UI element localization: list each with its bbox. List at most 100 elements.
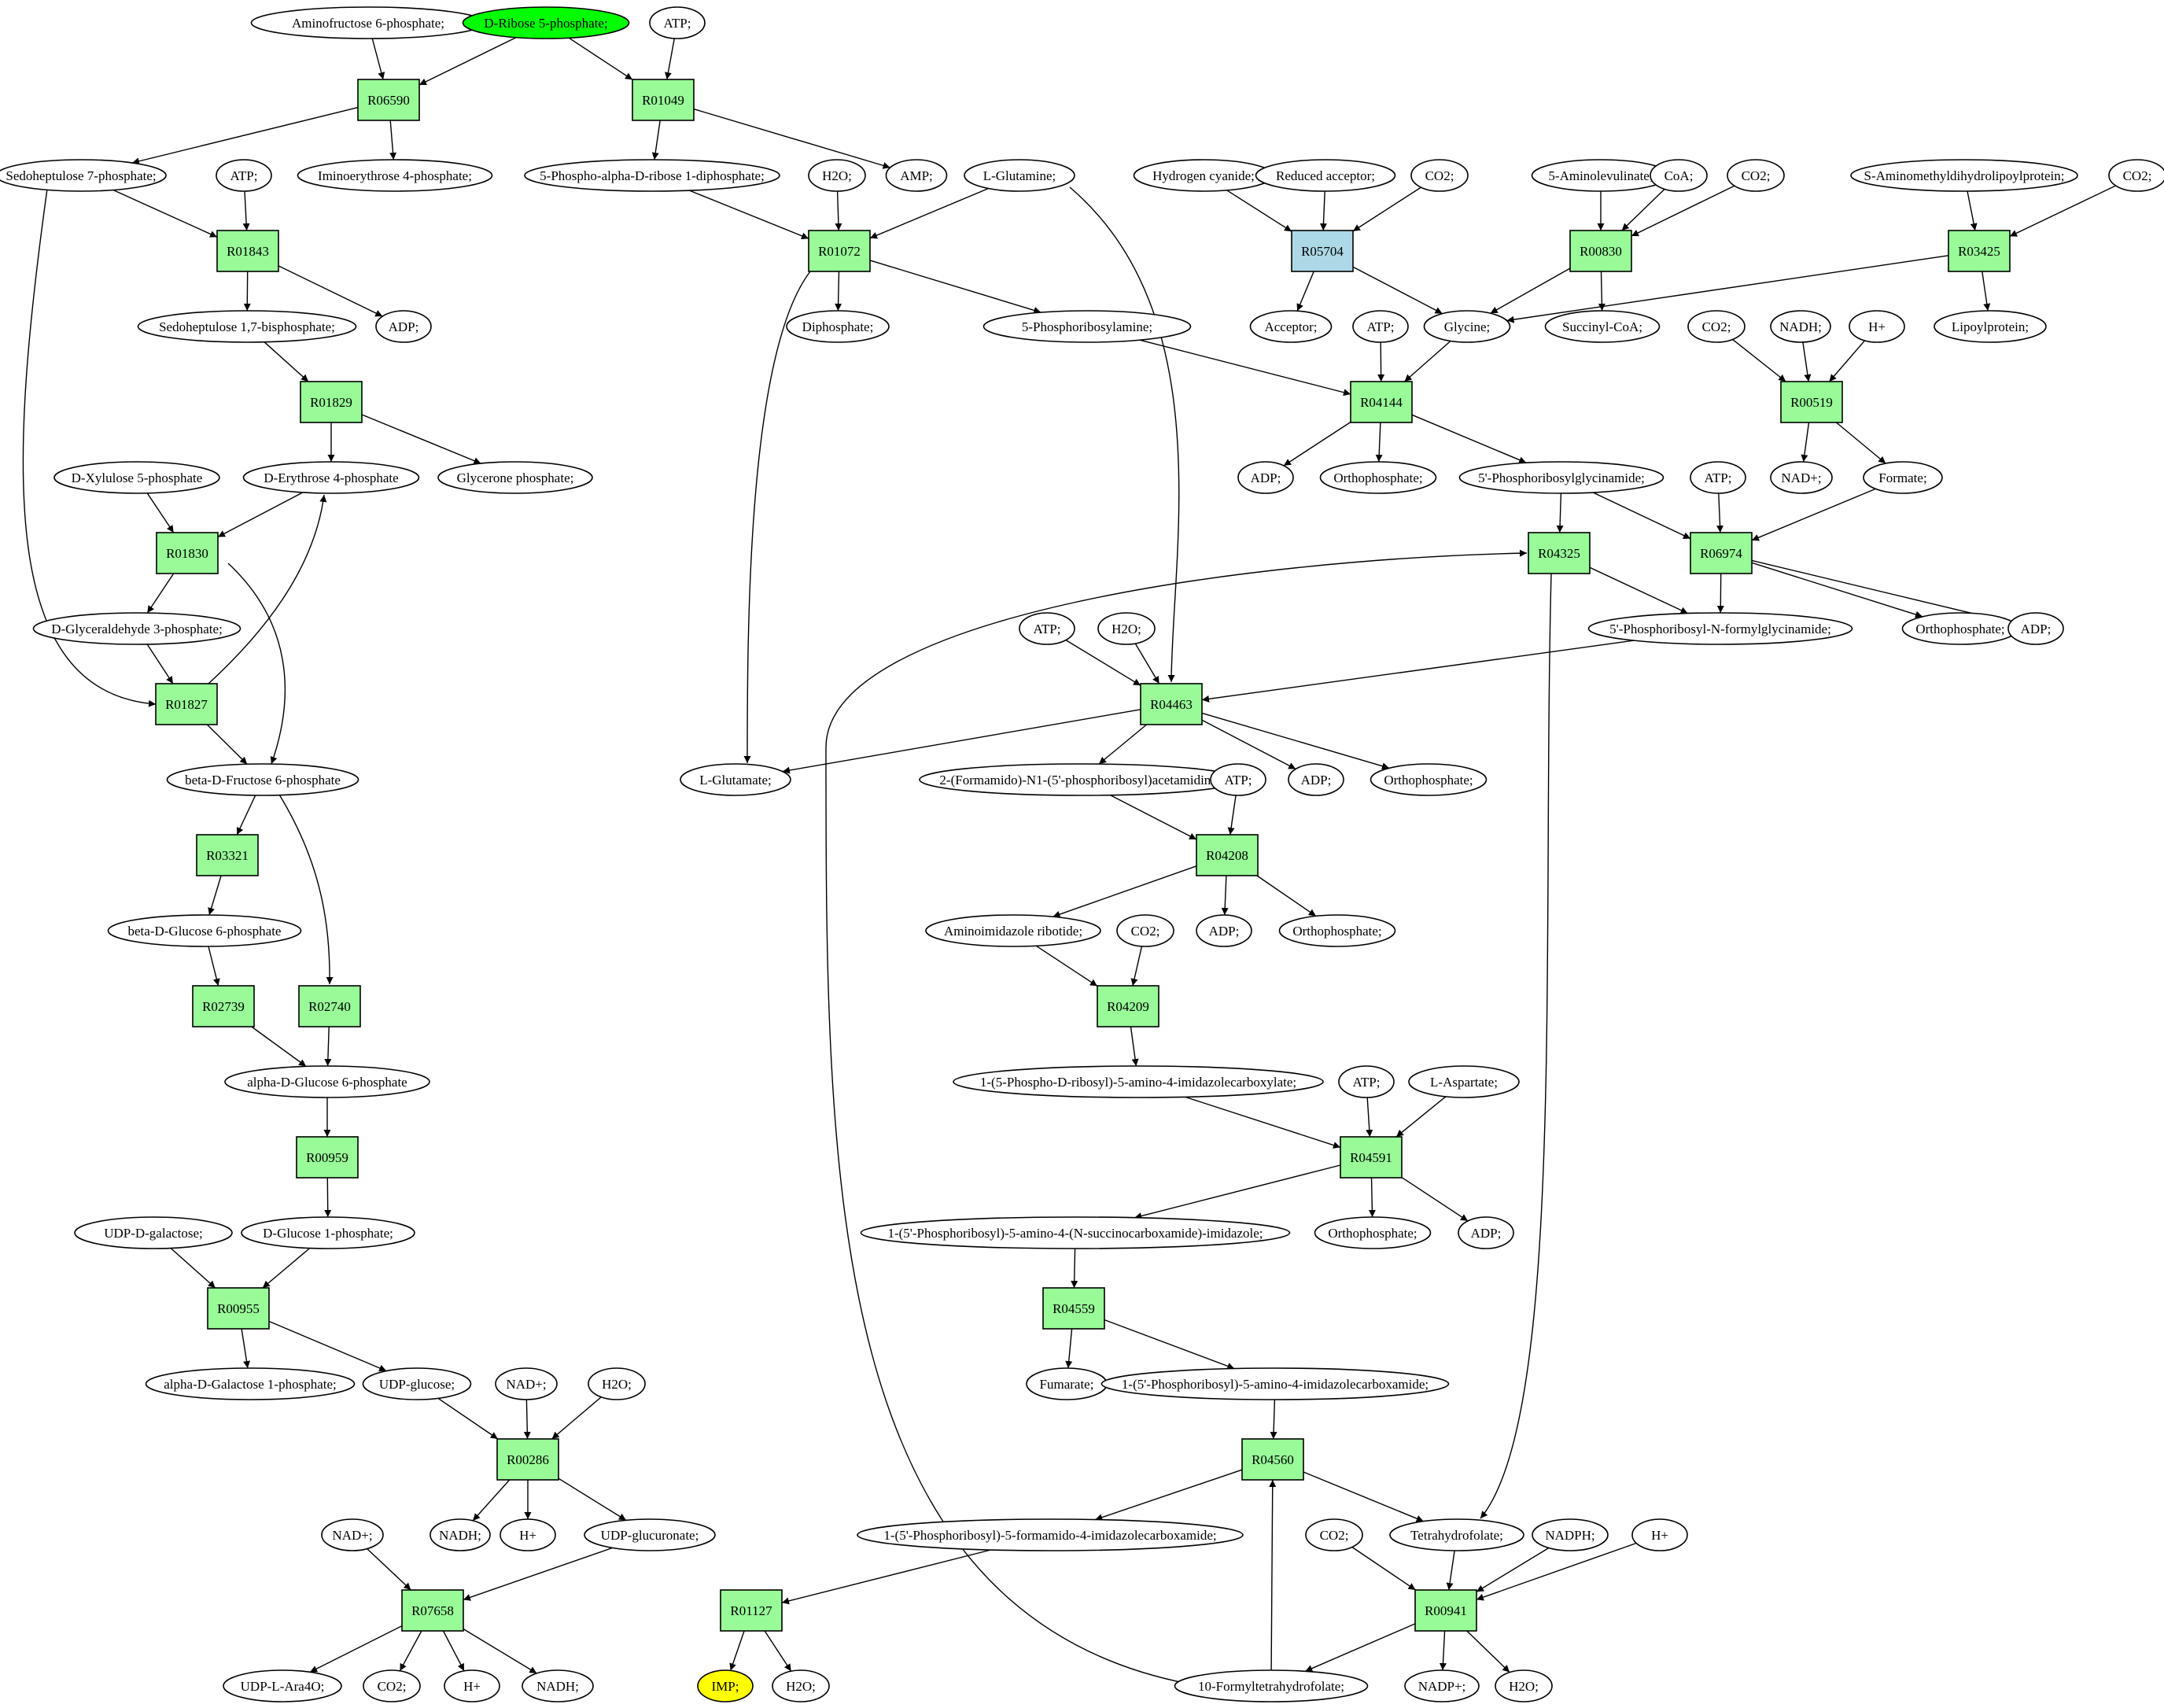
compound-node-c_atp6[interactable]: ATP;	[1210, 763, 1266, 796]
reaction-node-r_R04591[interactable]: R04591	[1340, 1136, 1403, 1179]
compound-node-c_co2a[interactable]: CO2;	[1410, 159, 1469, 192]
compound-node-c_h2o5[interactable]: H2O;	[1495, 1669, 1553, 1702]
compound-node-c_gly[interactable]: Glycine;	[1423, 310, 1511, 343]
reaction-node-r_R04208[interactable]: R04208	[1196, 834, 1259, 876]
compound-node-c_h2o3[interactable]: H2O;	[588, 1367, 646, 1400]
compound-node-c_s17bp[interactable]: Sedoheptulose 1,7-bisphosphate;	[137, 310, 357, 343]
reaction-node-r_R01829[interactable]: R01829	[300, 381, 363, 423]
compound-node-c_atp3[interactable]: ATP;	[1352, 310, 1409, 343]
compound-node-c_nad3[interactable]: NAD+;	[321, 1518, 384, 1551]
compound-node-c_asp[interactable]: L-Aspartate;	[1408, 1065, 1520, 1098]
compound-node-c_co2d[interactable]: CO2;	[1687, 310, 1746, 343]
compound-node-c_succoa[interactable]: Succinyl-CoA;	[1544, 310, 1661, 343]
reaction-node-r_R00959[interactable]: R00959	[296, 1136, 359, 1179]
compound-node-c_gar[interactable]: 5'-Phosphoribosylglycinamide;	[1458, 461, 1664, 494]
compound-node-c_prpp[interactable]: 5-Phospho-alpha-D-ribose 1-diphosphate;	[524, 159, 780, 192]
reaction-node-r_R06974[interactable]: R06974	[1690, 532, 1753, 574]
reaction-node-r_R01127[interactable]: R01127	[720, 1589, 783, 1632]
compound-node-c_nad1[interactable]: NAD+;	[1770, 461, 1833, 494]
reaction-node-r_R00941[interactable]: R00941	[1414, 1589, 1477, 1632]
compound-node-c_faicar[interactable]: 1-(5'-Phosphoribosyl)-5-formamido-4-imid…	[857, 1518, 1244, 1551]
compound-node-c_adp2[interactable]: ADP;	[1237, 461, 1294, 494]
compound-node-c_10fthf[interactable]: 10-Formyltetrahydrofolate;	[1174, 1669, 1369, 1702]
reaction-node-r_R01827[interactable]: R01827	[155, 683, 218, 725]
compound-node-c_nadph[interactable]: NADPH;	[1532, 1518, 1609, 1551]
compound-node-c_formate[interactable]: Formate;	[1863, 461, 1943, 494]
compound-node-c_co2b[interactable]: CO2;	[1727, 159, 1785, 192]
compound-node-c_nadp[interactable]: NADP+;	[1404, 1669, 1480, 1702]
compound-node-c_nad2[interactable]: NAD+;	[495, 1367, 558, 1400]
compound-node-c_atp7[interactable]: ATP;	[1338, 1065, 1395, 1098]
compound-node-c_saicar[interactable]: 1-(5'-Phosphoribosyl)-5-amino-4-(N-succi…	[860, 1216, 1291, 1249]
compound-node-c_udpglc[interactable]: UDP-glucose;	[362, 1367, 472, 1400]
reaction-node-r_R04144[interactable]: R04144	[1350, 381, 1413, 423]
reaction-node-r_R07658[interactable]: R07658	[401, 1589, 464, 1632]
reaction-node-r_R00519[interactable]: R00519	[1780, 381, 1843, 423]
compound-node-c_cair[interactable]: 1-(5-Phospho-D-ribosyl)-5-amino-4-imidaz…	[953, 1065, 1324, 1098]
compound-node-c_co2e[interactable]: CO2;	[1116, 914, 1174, 947]
reaction-node-r_R02739[interactable]: R02739	[192, 985, 255, 1027]
compound-node-c_udpglcA[interactable]: UDP-glucuronate;	[584, 1518, 716, 1551]
reaction-node-r_R01830[interactable]: R01830	[156, 532, 219, 574]
reaction-node-r_R04209[interactable]: R04209	[1097, 985, 1159, 1027]
compound-node-c_nadh3[interactable]: NADH;	[522, 1669, 594, 1702]
compound-node-c_acc[interactable]: Acceptor;	[1249, 310, 1333, 343]
compound-node-c_h2o1[interactable]: H2O;	[808, 159, 866, 192]
reaction-node-r_R01049[interactable]: R01049	[632, 79, 695, 121]
compound-node-c_udpgal[interactable]: UDP-D-galactose;	[74, 1216, 233, 1249]
compound-node-c_xu5p[interactable]: D-Xylulose 5-phosphate	[53, 461, 220, 494]
compound-node-c_iminoe4p[interactable]: Iminoerythrose 4-phosphate;	[297, 159, 493, 192]
reaction-node-r_R05704[interactable]: R05704	[1291, 230, 1354, 272]
compound-node-c_e4p[interactable]: D-Erythrose 4-phosphate	[242, 461, 420, 494]
reaction-node-r_R04463[interactable]: R04463	[1140, 683, 1203, 725]
compound-node-c_gln[interactable]: L-Glutamine;	[964, 159, 1075, 192]
compound-node-c_diph[interactable]: Diphosphate;	[786, 310, 890, 343]
compound-node-c_nadh2[interactable]: NADH;	[429, 1518, 491, 1551]
compound-node-c_air[interactable]: Aminoimidazole ribotide;	[925, 914, 1101, 947]
compound-node-c_g3p[interactable]: D-Glyceraldehyde 3-phosphate;	[32, 612, 241, 645]
compound-node-c_fgam[interactable]: 2-(Formamido)-N1-(5'-phosphoribosyl)acet…	[919, 763, 1241, 796]
reaction-node-r_R00955[interactable]: R00955	[207, 1287, 270, 1330]
reaction-node-r_R03321[interactable]: R03321	[196, 834, 259, 876]
compound-node-c_hcn[interactable]: Hydrogen cyanide;	[1133, 159, 1274, 192]
compound-node-c_h2o2[interactable]: H2O;	[1097, 612, 1156, 645]
compound-node-c_adp5[interactable]: ADP;	[1196, 914, 1252, 947]
reaction-node-r_R04559[interactable]: R04559	[1042, 1287, 1105, 1330]
compound-node-c_pi5[interactable]: Orthophosphate;	[1314, 1216, 1432, 1249]
compound-node-c_pi4[interactable]: Orthophosphate;	[1278, 914, 1396, 947]
compound-node-c_adp4[interactable]: ADP;	[1288, 763, 1344, 796]
compound-node-c_h2[interactable]: H+	[500, 1518, 556, 1551]
compound-node-c_ala5[interactable]: 5-Aminolevulinate;	[1531, 159, 1671, 192]
compound-node-c_glyp[interactable]: Glycerone phosphate;	[437, 461, 593, 494]
compound-node-c_udpara[interactable]: UDP-L-Ara4O;	[223, 1669, 342, 1702]
compound-node-c_h4[interactable]: H+	[444, 1669, 500, 1702]
reaction-node-r_R02740[interactable]: R02740	[298, 985, 361, 1027]
compound-node-c_gal1p[interactable]: alpha-D-Galactose 1-phosphate;	[145, 1367, 356, 1400]
reaction-node-r_R04560[interactable]: R04560	[1241, 1438, 1304, 1481]
compound-node-c_co2f[interactable]: CO2;	[1305, 1518, 1363, 1551]
compound-node-c_h1[interactable]: H+	[1849, 310, 1905, 343]
compound-node-c_glu[interactable]: L-Glutamate;	[680, 763, 791, 796]
compound-node-c_nadh1[interactable]: NADH;	[1770, 310, 1831, 343]
compound-node-c_adp3[interactable]: ADP;	[2007, 612, 2064, 645]
compound-node-c_aicar[interactable]: 1-(5'-Phosphoribosyl)-5-amino-4-imidazol…	[1100, 1367, 1450, 1400]
compound-node-c_atp4[interactable]: ATP;	[1690, 461, 1746, 494]
reaction-node-r_R03425[interactable]: R03425	[1948, 230, 2011, 272]
compound-node-c_atp1[interactable]: ATP;	[649, 6, 706, 39]
compound-node-c_fgar[interactable]: 5'-Phosphoribosyl-N-formylglycinamide;	[1587, 612, 1853, 645]
compound-node-c_atp5[interactable]: ATP;	[1019, 612, 1075, 645]
compound-node-c_bg6p[interactable]: beta-D-Glucose 6-phosphate	[107, 914, 302, 947]
reaction-node-r_R01843[interactable]: R01843	[216, 230, 279, 272]
compound-node-c_pi1[interactable]: Orthophosphate;	[1319, 461, 1437, 494]
compound-node-c_adp6[interactable]: ADP;	[1458, 1216, 1514, 1249]
compound-node-c_co2g[interactable]: CO2;	[363, 1669, 421, 1702]
compound-node-c_pi2[interactable]: Orthophosphate;	[1901, 612, 2019, 645]
compound-node-c_thf[interactable]: Tetrahydrofolate;	[1389, 1518, 1524, 1551]
compound-node-c_h2o4[interactable]: H2O;	[772, 1669, 830, 1702]
reaction-node-r_R06590[interactable]: R06590	[357, 79, 420, 121]
compound-node-c_pi3[interactable]: Orthophosphate;	[1370, 763, 1488, 796]
compound-node-c_redacc[interactable]: Reduced acceptor;	[1255, 159, 1396, 192]
compound-node-c_bf6p[interactable]: beta-D-Fructose 6-phosphate	[166, 763, 359, 796]
compound-node-c_coa[interactable]: CoA;	[1650, 159, 1708, 192]
compound-node-c_pra[interactable]: 5-Phosphoribosylamine;	[982, 310, 1192, 343]
